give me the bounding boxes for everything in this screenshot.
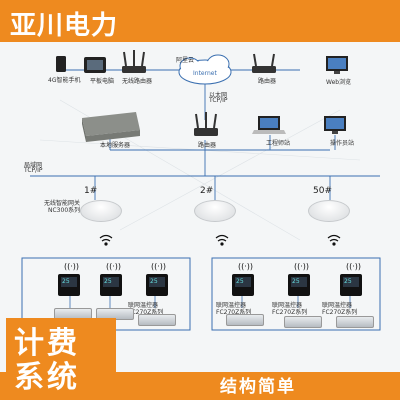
wifi-icon: ((·)) [106,262,122,271]
ali-cloud-label: 阿里云 [176,57,195,64]
ap2-number: 2# [200,186,214,196]
fan-coil-unit [226,314,264,326]
access-point-50 [308,200,350,222]
caption-left-line1: 计费 [14,326,80,361]
wifi-icon: ((·)) [294,262,310,271]
thermostat-label: 联网温控器 [216,302,247,309]
caption-right: 结构简单 [220,377,296,397]
caption-left-line2: 系统 [14,360,80,395]
internet-label: Internet [193,70,217,77]
fan-coil-unit [284,316,322,328]
thermostat-label: 联网温控器 [128,302,159,309]
thermostat: 25 [340,274,362,296]
thermostat-series-label: FC270Z系列 [272,309,308,316]
thermostat: 25 [146,274,168,296]
brand-title: 亚川电力 [10,11,119,41]
router-mid-label: 路由器 [198,142,217,149]
ap1-number: 1# [84,186,98,196]
wifi-icon: ((·)) [346,262,362,271]
gateway-label: 无线智能网关 [44,200,81,207]
tablet-label: 平板电脑 [90,78,115,85]
header-bar: 亚川电力 [0,0,400,42]
local-server-label: 本地服务器 [100,142,131,149]
thermostat-label: 联网温控器 [322,302,353,309]
gateway-series-label: NC300系列 [48,207,81,214]
thermostat-series-label: FC270Z系列 [128,309,164,316]
phone-label: 4G智能手机 [48,77,81,84]
access-point-1 [80,200,122,222]
thermostat: 25 [288,274,310,296]
thermostat: 25 [100,274,122,296]
fan-coil-unit [138,314,176,326]
thermostat: 25 [58,274,80,296]
wifi-icon: ((·)) [238,262,254,271]
thermostat-series-label: FC270Z系列 [322,309,358,316]
web-browse-label: Web浏览 [326,79,352,86]
ap50-number: 50# [313,186,332,196]
tcpip-top-label: TCP/IP [209,97,228,104]
thermostat-label: 联网温控器 [272,302,303,309]
router-top-label: 路由器 [258,78,277,85]
thermostat: 25 [232,274,254,296]
fan-coil-unit [336,316,374,328]
eng-station-label: 工程师站 [266,140,291,147]
thermostat-series-label: FC270Z系列 [216,309,252,316]
lan-label: 局域网 [24,162,43,169]
wifi-icon: ((·)) [64,262,80,271]
caption-box [6,318,116,394]
op-station-label: 操作员站 [330,140,355,147]
wireless-router-label: 无线路由器 [122,78,153,85]
ethernet-label: 以太网 [209,92,228,99]
tcpip-left-label: TCP/IP [24,167,43,174]
wifi-icon: ((·)) [151,262,167,271]
access-point-2 [194,200,236,222]
